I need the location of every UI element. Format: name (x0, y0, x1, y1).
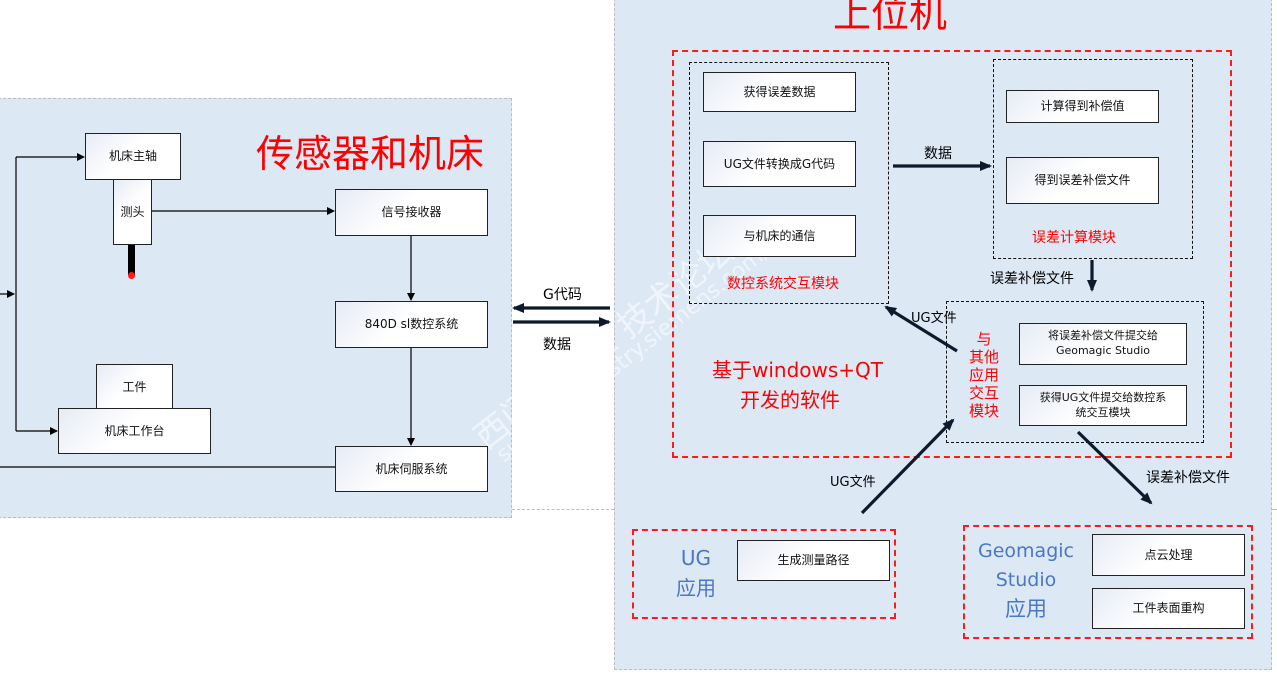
ug-app-title-line: 应用 (676, 576, 716, 600)
ug-app-boundary (632, 529, 896, 619)
machine-comm-label: 与机床的通信 (743, 228, 816, 243)
get-comp-file-label: 得到误差补偿文件 (1034, 173, 1131, 188)
geomagic-app-title-line: Studio (995, 569, 1057, 591)
software-label-line2: 开发的软件 (740, 388, 840, 412)
comp-file-arrow-label: 误差补偿文件 (990, 271, 1074, 287)
workpiece-label: 工件 (122, 380, 147, 395)
spindle-box[interactable]: 机床主轴 (85, 133, 181, 180)
geomagic-app-title-line: Geomagic (978, 540, 1074, 562)
gen-measure-path-label: 生成测量路径 (777, 553, 850, 568)
worktable-label: 机床工作台 (104, 423, 165, 438)
cnc-interaction-module (689, 62, 889, 304)
data-arrow-label: 数据 (924, 146, 952, 162)
get-ug-file-box[interactable]: 获得UG文件提交给数控系 统交互模块 (1019, 385, 1187, 426)
submit-to-geomagic-line2: Geomagic Studio (1055, 344, 1151, 357)
app-module-title: 与 其他 应用 交互 模块 (962, 330, 1006, 420)
software-label-line1: 基于windows+QT (712, 358, 884, 382)
get-error-data-label: 获得误差数据 (743, 84, 816, 99)
ug-to-gcode-label: UG文件转换成G代码 (723, 156, 836, 171)
app-module-title-line: 与 (976, 330, 992, 348)
calc-comp-value-box[interactable]: 计算得到补偿值 (1006, 90, 1159, 123)
app-module-title-line: 模块 (968, 402, 999, 420)
surface-reconstruct-box[interactable]: 工件表面重构 (1092, 588, 1245, 629)
spindle-label: 机床主轴 (108, 149, 157, 164)
cnc-system-label: 840D sl数控系统 (364, 317, 459, 332)
workpiece-box[interactable]: 工件 (96, 364, 173, 411)
machine-comm-box[interactable]: 与机床的通信 (703, 215, 856, 257)
separator-line-right (1272, 509, 1277, 510)
app-module-title-line: 应用 (968, 366, 999, 384)
signal-receiver-box[interactable]: 信号接收器 (335, 189, 488, 236)
get-comp-file-box[interactable]: 得到误差补偿文件 (1006, 157, 1159, 204)
data-label: 数据 (543, 337, 571, 353)
servo-system-box[interactable]: 机床伺服系统 (335, 446, 488, 492)
get-ug-file-line1: 获得UG文件提交给数控系 (1039, 390, 1167, 404)
get-ug-file-line2: 统交互模块 (1075, 405, 1131, 419)
geomagic-app-title-line: 应用 (1005, 597, 1047, 621)
signal-receiver-label: 信号接收器 (381, 205, 442, 220)
ug-file-in-label: UG文件 (830, 475, 876, 490)
app-interaction-module (946, 301, 1204, 443)
app-module-title-line: 交互 (968, 384, 999, 402)
get-error-data-box[interactable]: 获得误差数据 (703, 72, 856, 112)
servo-system-label: 机床伺服系统 (375, 461, 448, 476)
surface-reconstruct-label: 工件表面重构 (1132, 601, 1205, 616)
sensor-machine-title: 传感器和机床 (256, 132, 485, 176)
gen-measure-path-box[interactable]: 生成测量路径 (737, 540, 890, 581)
submit-to-geomagic-box[interactable]: 将误差补偿文件提交给 Geomagic Studio (1019, 323, 1187, 365)
submit-to-geomagic-line1: 将误差补偿文件提交给 (1048, 329, 1158, 343)
probe-stylus (128, 245, 135, 275)
point-cloud-label: 点云处理 (1144, 547, 1193, 562)
ug-to-gcode-box[interactable]: UG文件转换成G代码 (703, 141, 856, 187)
comp-file-out-label: 误差补偿文件 (1146, 470, 1230, 486)
geomagic-app-title: Geomagic Studio 应用 (972, 537, 1080, 624)
host-computer-title: 上位机 (833, 0, 948, 36)
error-module-title: 误差计算模块 (1032, 230, 1116, 246)
point-cloud-box[interactable]: 点云处理 (1092, 534, 1245, 576)
cnc-module-title: 数控系统交互模块 (727, 276, 839, 292)
geomagic-app-boundary (963, 525, 1253, 639)
probe-box[interactable]: 测头 (113, 179, 152, 245)
cnc-system-box[interactable]: 840D sl数控系统 (335, 301, 488, 348)
gcode-label: G代码 (543, 287, 582, 303)
ug-app-title: UG 应用 (668, 543, 724, 603)
app-module-title-line: 其他 (968, 348, 999, 366)
error-calc-module (993, 59, 1193, 259)
separator-line (512, 509, 614, 510)
ug-file-up-label: UG文件 (911, 311, 957, 326)
calc-comp-value-label: 计算得到补偿值 (1040, 99, 1125, 114)
probe-tip (128, 272, 135, 279)
ug-app-title-line: UG (680, 546, 712, 570)
worktable-box[interactable]: 机床工作台 (58, 408, 211, 454)
probe-label: 测头 (120, 204, 145, 219)
